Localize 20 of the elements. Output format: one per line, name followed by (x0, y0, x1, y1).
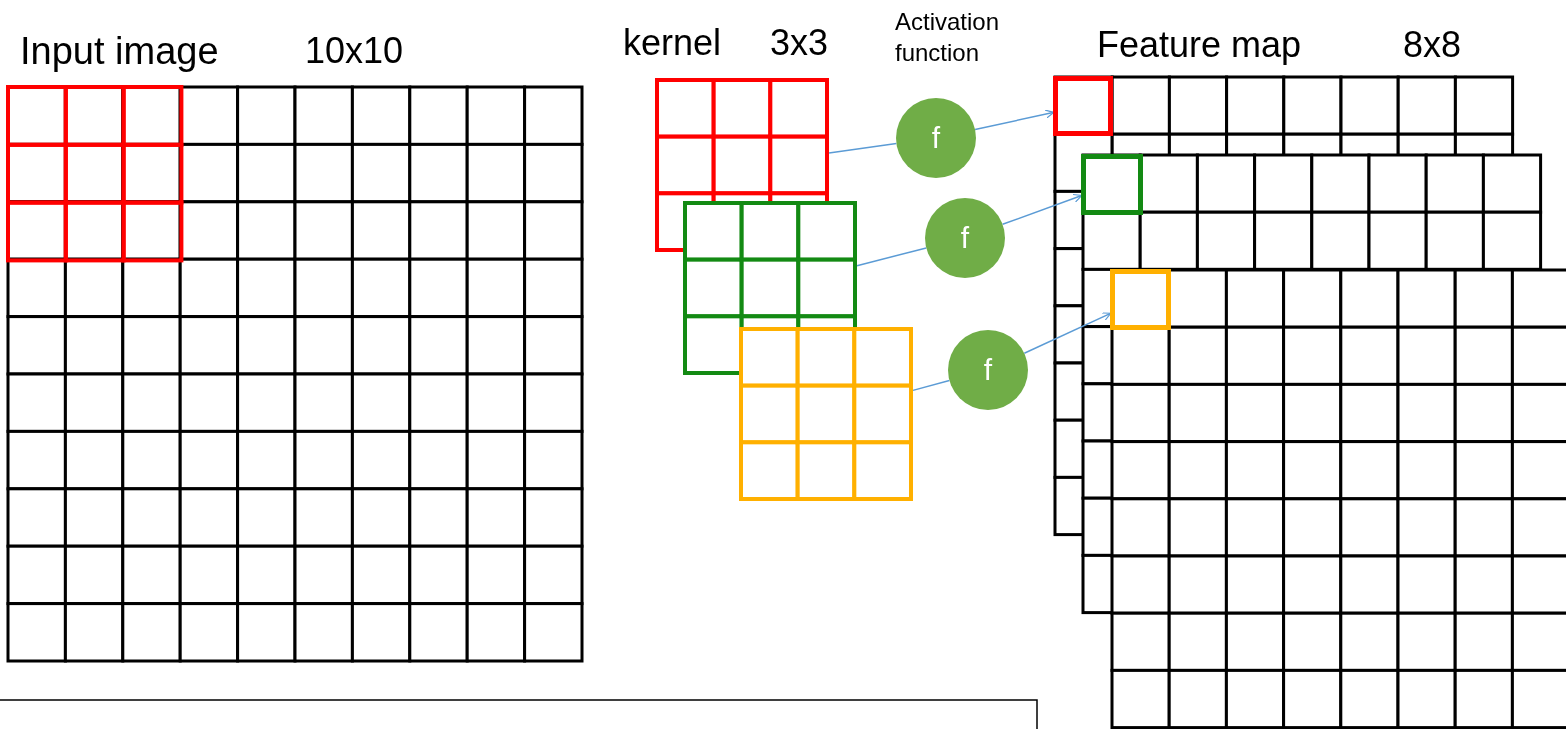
kernel-title: kernel (623, 22, 722, 64)
kernel-grid (739, 327, 913, 501)
arrow (974, 109, 1055, 131)
image-title: Input image (20, 30, 219, 74)
connector-line (828, 142, 898, 154)
size-label: 8x8 (1403, 24, 1462, 66)
feature-map-title: Feature map (1097, 24, 1302, 66)
size-label: 3x3 (770, 22, 829, 64)
activation-title: Activation function (895, 7, 1001, 69)
output-cell (1081, 154, 1143, 215)
output-cell (1053, 76, 1113, 136)
arrow (1023, 312, 1112, 354)
connector-line (912, 379, 951, 392)
output-cell (1110, 269, 1171, 330)
size-label: 10x10 (305, 30, 404, 72)
arrow (1001, 193, 1083, 226)
activation-circle: f (896, 98, 976, 178)
activation-circle: f (925, 198, 1005, 278)
connector-line (856, 247, 927, 267)
activation-circle: f (948, 330, 1028, 410)
